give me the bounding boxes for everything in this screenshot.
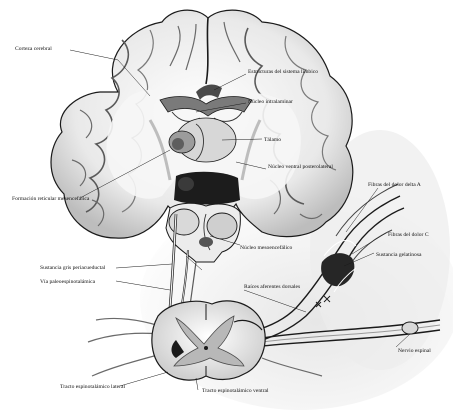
label-talamo: Tálamo bbox=[264, 137, 281, 143]
label-via-paleoespinotalamica: Vía paleoespinotalámica bbox=[40, 279, 96, 285]
label-sustancia-gelatinosa: Sustancia gelatinosa bbox=[376, 252, 422, 258]
label-corteza-cerebral: Corteza cerebral bbox=[15, 46, 52, 52]
label-nucleo-mesoencefalico: Núcleo mesoencefálico bbox=[240, 244, 293, 251]
label-ventral-posterolateral: Núcleo ventral posterolateral bbox=[268, 164, 333, 170]
label-nucleo-intralaminar: Núcleo intralaminar bbox=[248, 99, 293, 105]
brain-coronal-section bbox=[51, 10, 353, 238]
label-formacion-reticular: Formación reticular mesencefálica bbox=[12, 195, 90, 202]
label-tracto-lateral: Tracto espinotalámico lateral bbox=[60, 384, 125, 390]
spinal-cord-cross-section bbox=[152, 301, 265, 380]
label-raices-dorsales: Raíces aferentes dorsales bbox=[244, 283, 300, 290]
label-fibras-c: Fibras del dolor C bbox=[388, 232, 429, 238]
label-sustancia-gris: Sustancia gris periacueductal bbox=[40, 265, 106, 271]
label-fibras-delta-a: Fibras del dolor delta A bbox=[368, 182, 421, 188]
label-nervio-espinal: Nervio espinal bbox=[398, 348, 431, 354]
label-sistema-limbico: Estructuras del sistema límbico bbox=[248, 69, 318, 75]
spinal-nerve-sheath bbox=[402, 322, 418, 334]
label-tracto-ventral: Tracto espinotalámico ventral bbox=[202, 388, 269, 394]
